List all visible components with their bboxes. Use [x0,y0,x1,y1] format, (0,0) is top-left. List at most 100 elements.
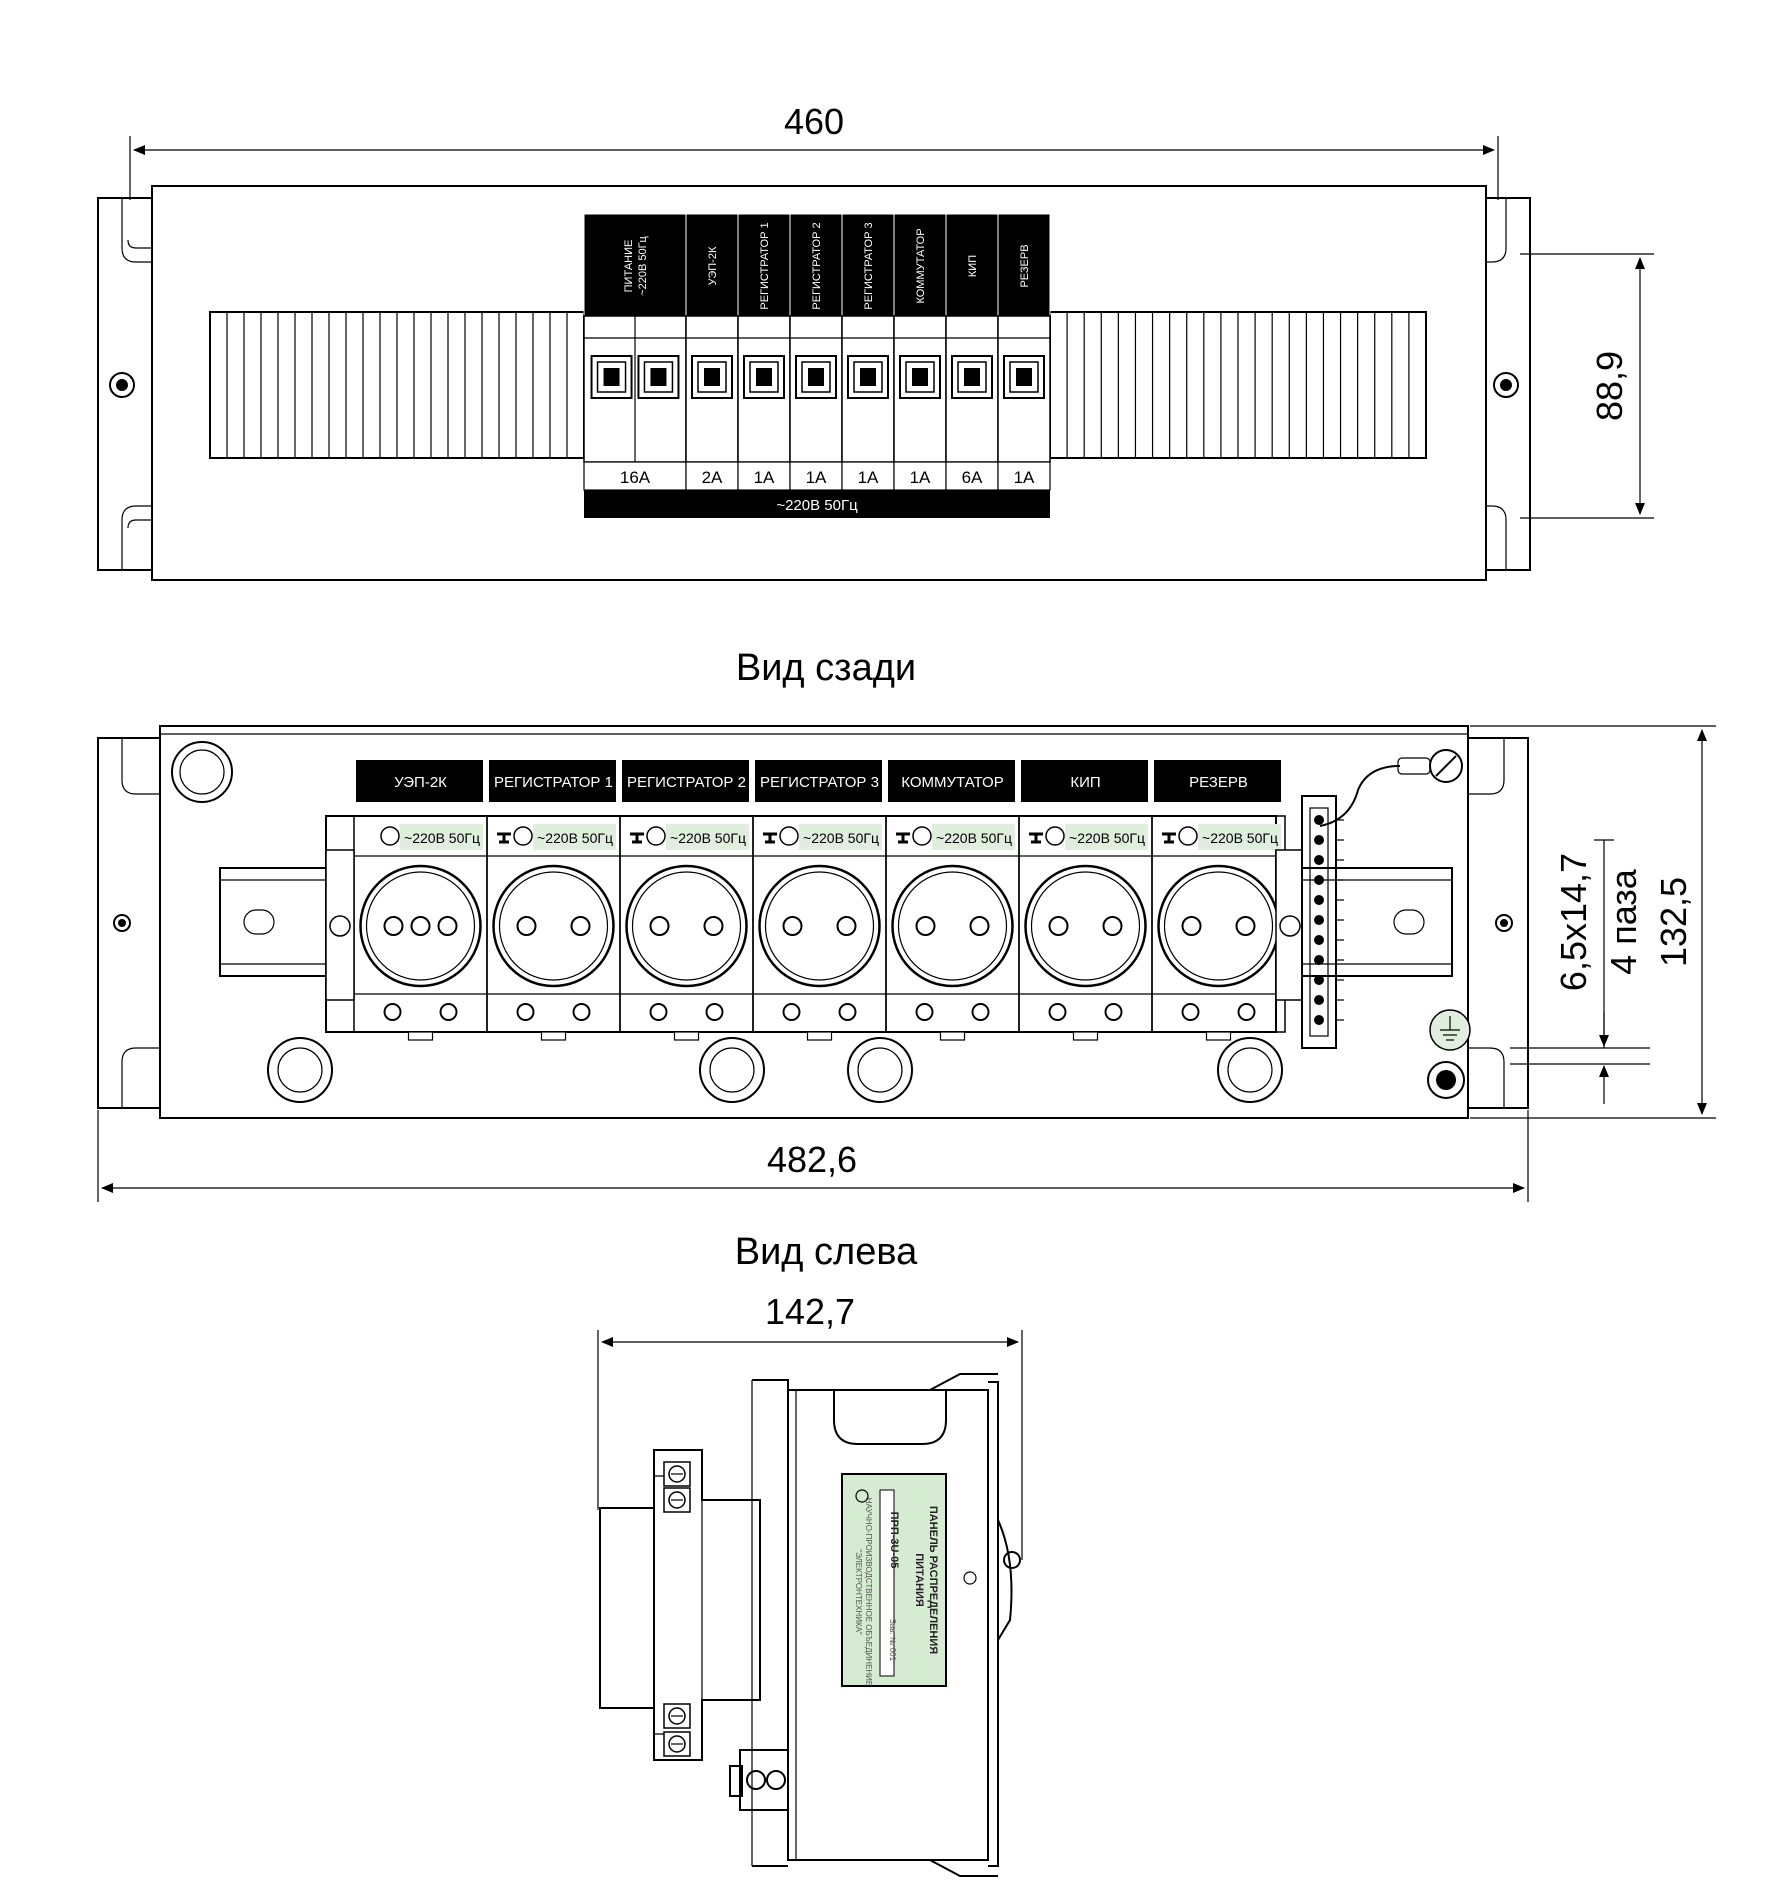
breaker-8: РЕЗЕРВ 1А [997,213,1051,491]
dim-slot-count: 4 паза [1603,868,1644,975]
breaker-label: РЕЗЕРВ [1019,244,1031,287]
socket-label: КИП [1070,774,1100,791]
mounting-holes [267,1037,1283,1103]
breaker-4: РЕГИСТРАТОР 2 1А [789,213,843,491]
breaker-rating: 6А [962,468,983,487]
socket-4: РЕГИСТРАТОР 3 ~220В 50Гц [752,760,887,1041]
breaker-label: КОММУТАТОР [915,228,927,303]
nameplate-maker1: НАУЧНО-ПРОИЗВОДСТВЕННОЕ ОБЪЕДИНЕНИЕ [864,1498,873,1687]
breaker-label: РЕГИСТРАТОР 3 [863,222,875,309]
rear-left-ear [97,737,160,1109]
breaker-label: РЕГИСТРАТОР 2 [811,222,823,309]
breaker-rating: 1А [806,468,827,487]
socket-voltage: ~220В 50Гц [936,830,1012,846]
socket-7: РЕЗЕРВ ~220В 50Гц [1151,760,1286,1041]
nameplate-serial: Зав. № 001 [888,1619,897,1662]
ground-mark-icon [1162,832,1176,844]
breaker-rating: 1А [754,468,775,487]
socket-label: РЕГИСТРАТОР 2 [627,774,746,791]
breaker-label: ~220В 50Гц [637,235,649,295]
socket-label: КОММУТАТОР [901,774,1003,791]
breaker-label: ПИТАНИЕ [623,240,635,293]
dim-side-width: 142,7 [765,1291,855,1332]
socket-label: РЕГИСТРАТОР 1 [494,774,613,791]
power-outlet[interactable] [1157,864,1280,988]
breaker-rating: 2А [702,468,723,487]
socket-label: РЕЗЕРВ [1189,774,1248,791]
breaker-7: КИП 6А [945,213,999,491]
breaker-6: КОММУТАТОР 1А [893,213,947,491]
nameplate-title1: ПАНЕЛЬ РАСПРЕДЕЛЕНИЯ [927,1506,939,1654]
circuit-breakers: ПИТАНИЕ~220В 50Гц 16А УЭП-2К 2А РЕГИСТРАТОР … [583,213,1051,491]
breaker-rating: 16А [620,468,651,487]
indicator-lamp-icon [1178,826,1198,846]
top-view: 460 ПИТАНИЕ~220В 50Гц16АУЭП-2К2АРЕГИСТРА… [97,101,1654,581]
ground-mark-icon [497,832,511,844]
ground-mark-icon [896,832,910,844]
left-screw [109,372,135,398]
indicator-lamp-icon [380,826,400,846]
socket-label: РЕГИСТРАТОР 3 [760,774,879,791]
power-outlet[interactable] [891,864,1014,988]
breaker-1: ПИТАНИЕ~220В 50Гц 16А [583,213,687,491]
socket-3: РЕГИСТРАТОР 2 ~220В 50Гц [619,760,754,1041]
side-housing [787,1389,989,1861]
right-vent-grille [1049,311,1427,459]
breaker-rating: 1А [1014,468,1035,487]
front-panel-body [151,185,1487,581]
left-view-title: Вид слева [735,1231,918,1273]
socket-voltage: ~220В 50Гц [803,830,879,846]
dim-rear-width: 482,6 [767,1139,857,1180]
indicator-lamp-icon [646,826,666,846]
rear-view-title: Вид сзади [736,647,916,689]
breaker-5: РЕГИСТРАТОР 3 1А [841,213,895,491]
breaker-3: РЕГИСТРАТОР 1 1А [737,213,791,491]
supply-label: ~220В 50Гц [776,497,858,514]
socket-voltage: ~220В 50Гц [1202,830,1278,846]
rear-right-ear [1468,737,1529,1109]
power-outlet[interactable] [625,864,748,988]
socket-voltage: ~220В 50Гц [1069,830,1145,846]
ground-bolt [1427,1061,1465,1099]
breaker-label: УЭП-2К [707,246,719,285]
socket-voltage: ~220В 50Гц [404,830,480,846]
socket-voltage: ~220В 50Гц [537,830,613,846]
left-vent-grille [209,311,585,459]
nameplate-model: ПРП-3U-05 [888,1512,900,1569]
dim-rear-height: 132,5 [1653,877,1694,967]
socket-1: УЭП-2К ~220В 50Гц [353,760,488,1041]
socket-voltage: ~220В 50Гц [670,830,746,846]
dim-slot-size: 6,5х14,7 [1553,853,1594,991]
ground-mark-icon [630,832,644,844]
dim-top-height: 88,9 [1589,351,1630,421]
right-screw [1493,372,1519,398]
socket-2: РЕГИСТРАТОР 1 ~220В 50Гц [486,760,621,1041]
breaker-2: УЭП-2К 2А [685,213,739,491]
power-outlet[interactable] [758,864,881,988]
indicator-lamp-icon [779,826,799,846]
socket-5: КОММУТАТОР ~220В 50Гц [885,760,1020,1041]
breaker-label: РЕГИСТРАТОР 1 [759,222,771,309]
breaker-rating: 1А [858,468,879,487]
dim-top-width: 460 [784,101,844,142]
power-outlet[interactable] [1024,864,1147,988]
right-mount-ear [1486,197,1531,571]
supply-bar [584,490,1050,518]
indicator-lamp-icon [912,826,932,846]
left-view: 142,7 ПАНЕЛЬ РАСПРЕДЕЛЕНИЯ ПИТАНИЯ ПРП-3… [597,1291,1023,1877]
ground-mark-icon [1029,832,1043,844]
rear-panel-body [159,725,1469,1119]
breaker-rating: 1А [910,468,931,487]
indicator-lamp-icon [513,826,533,846]
nameplate-maker2: "ЭЛЕКТРОНТЕХНИКА" [854,1549,863,1635]
left-mount-ear [97,197,152,571]
breaker-label: КИП [967,255,979,277]
maker-logo-icon [855,1489,869,1503]
socket-label: УЭП-2К [394,774,447,791]
ground-terminal-strip [1301,795,1344,1049]
ground-mark-icon [763,832,777,844]
power-outlet[interactable] [492,864,615,988]
